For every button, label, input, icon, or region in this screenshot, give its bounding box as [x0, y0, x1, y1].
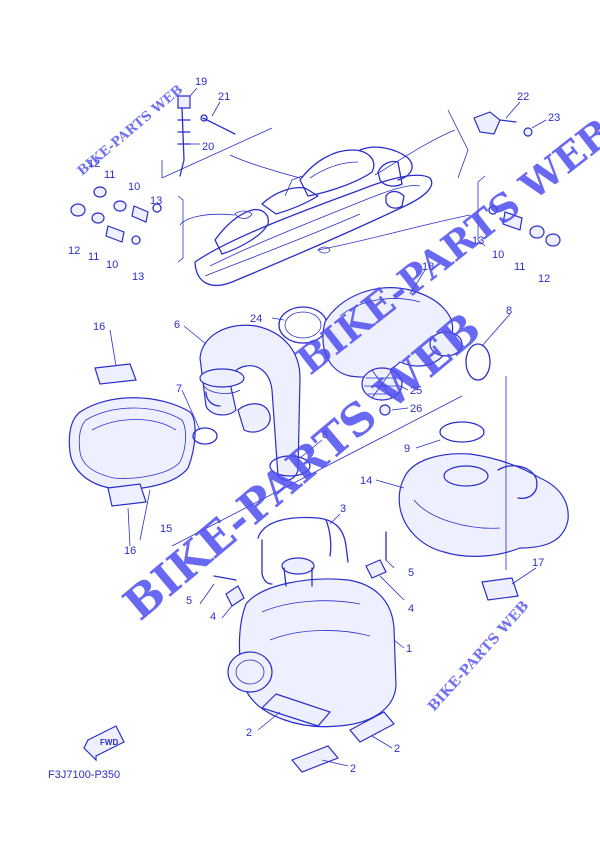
- clamp-part-9: [439, 421, 485, 443]
- callout-13b: 13: [132, 271, 144, 283]
- callout-2a: 2: [246, 727, 252, 739]
- callout-21: 21: [218, 91, 230, 103]
- callout-25: 25: [410, 385, 422, 397]
- housing-cover-part-15: [68, 397, 196, 490]
- callout-2c: 2: [350, 763, 356, 775]
- callout-14: 14: [360, 475, 372, 487]
- callout-4b: 4: [408, 603, 414, 615]
- clamp-part-7: [192, 427, 218, 445]
- watermark-small-right: BIKE-PARTS WEB: [425, 598, 532, 715]
- fwd-arrow-icon: FWD: [83, 725, 125, 762]
- tape-part-16-bottom: [107, 483, 147, 507]
- group-brackets: [161, 109, 486, 263]
- clamp-part-8-right: [465, 343, 491, 381]
- callout-11b: 11: [88, 251, 99, 263]
- callout-24: 24: [250, 313, 262, 325]
- callout-13a: 13: [150, 195, 162, 207]
- callout-6: 6: [174, 319, 180, 331]
- bracket-part-22: [473, 111, 533, 137]
- callout-15: 15: [160, 523, 172, 535]
- duct-part-6: [199, 324, 301, 481]
- callout-leaders: [109, 87, 547, 767]
- harness-leaders: [179, 129, 471, 251]
- harness-clip-group: [177, 95, 236, 177]
- callout-1: 1: [406, 643, 412, 655]
- callout-17: 17: [532, 557, 544, 569]
- duct-part-18: [322, 287, 463, 378]
- callout-10a: 10: [128, 181, 140, 193]
- callout-22: 22: [517, 91, 529, 103]
- silencer-part-1: [227, 557, 397, 728]
- callout-16b: 16: [124, 545, 136, 557]
- watermark-small-top-left: BIKE-PARTS WEB: [75, 82, 186, 179]
- callout-18: 18: [422, 261, 434, 273]
- callout-11c: 11: [514, 261, 525, 273]
- part-code: F3J7100-P350: [48, 769, 120, 781]
- callout-20: 20: [202, 141, 214, 153]
- clip-part-4-right: [365, 559, 387, 579]
- pin-part-5-left: [213, 575, 237, 581]
- callout-23: 23: [548, 112, 560, 124]
- callout-10c: 10: [492, 249, 504, 261]
- callout-11a: 11: [104, 169, 115, 181]
- left-fasteners: [70, 186, 162, 245]
- belt-part-2-left: [260, 693, 332, 727]
- screen-part-25: [361, 367, 403, 401]
- callout-10b: 10: [106, 259, 118, 271]
- watercraft-hull: [194, 146, 433, 286]
- water-box-part-14: [398, 453, 569, 557]
- callout-8b: 8: [322, 429, 328, 441]
- callout-12c: 12: [538, 273, 550, 285]
- callout-5b: 5: [408, 567, 414, 579]
- callout-13c: 13: [472, 235, 484, 247]
- clip-part-4-left: [225, 585, 245, 607]
- callout-8a: 8: [506, 305, 512, 317]
- callout-7: 7: [176, 383, 182, 395]
- callout-16a: 16: [93, 321, 105, 333]
- clamp-part-8-left: [269, 455, 311, 477]
- callout-19: 19: [195, 76, 207, 88]
- callout-12a: 12: [88, 158, 100, 170]
- callout-2b: 2: [394, 743, 400, 755]
- callout-4a: 4: [210, 611, 216, 623]
- tape-part-17: [481, 577, 519, 601]
- belt-part-2-right: [349, 711, 395, 743]
- callout-12b: 12: [68, 245, 80, 257]
- nut-part-26: [379, 404, 391, 416]
- connector-tube: [237, 403, 271, 433]
- belt-part-2-bottom: [291, 745, 339, 773]
- tape-part-16-top: [94, 363, 137, 385]
- right-fasteners: [488, 205, 561, 247]
- callout-26: 26: [410, 403, 422, 415]
- callouts: 19 21 20 22 23 12 11 10 13 12 11 10 13 1…: [68, 76, 560, 775]
- callout-9: 9: [404, 443, 410, 455]
- fwd-label: FWD: [100, 738, 118, 747]
- callout-5a: 5: [186, 595, 192, 607]
- callout-3: 3: [340, 503, 346, 515]
- strap-part-3: [257, 516, 349, 585]
